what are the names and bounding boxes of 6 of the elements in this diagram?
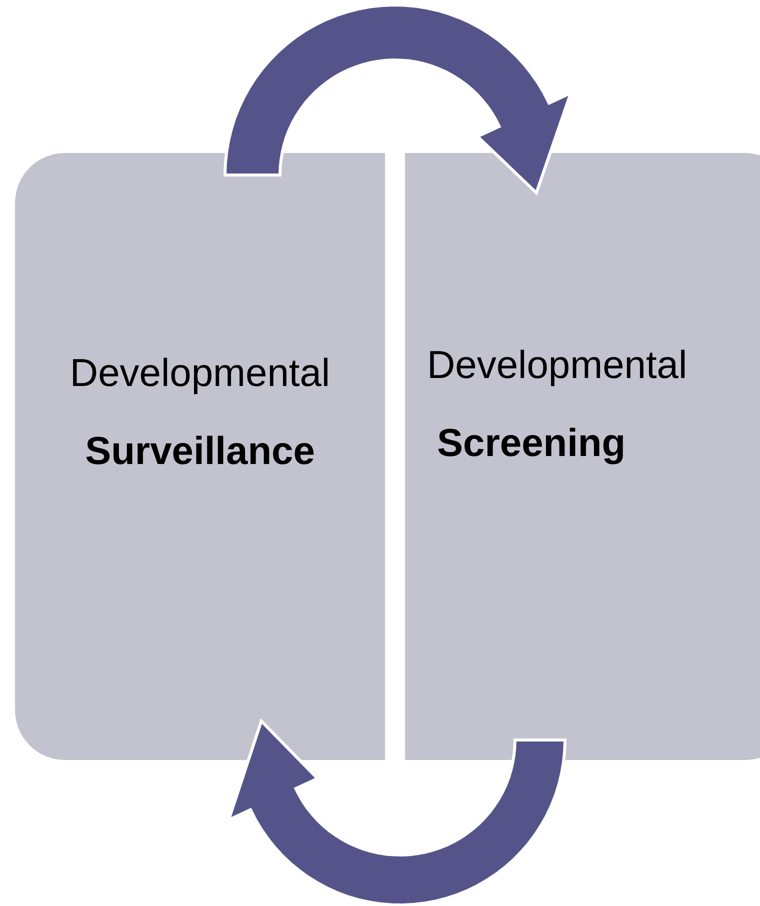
node-text: Developmental bbox=[70, 351, 330, 397]
process-box bbox=[15, 153, 385, 760]
process-box bbox=[405, 153, 760, 760]
node-text: Surveillance bbox=[85, 429, 315, 475]
node-text: Screening bbox=[437, 421, 626, 467]
node-text: Developmental bbox=[427, 343, 688, 389]
